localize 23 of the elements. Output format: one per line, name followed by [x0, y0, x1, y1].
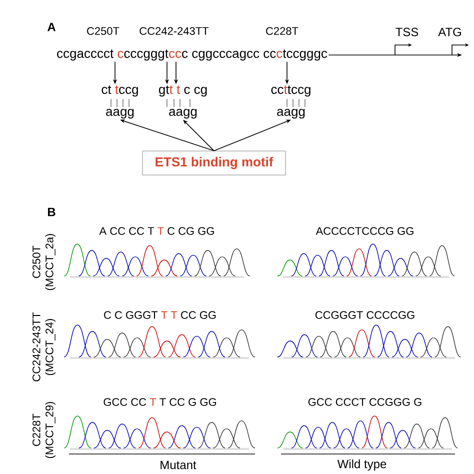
panel-letter: A [48, 22, 56, 32]
panel-letter: B [48, 208, 56, 216]
sample-label: C250T (MCCT_2a) [32, 234, 56, 290]
dna-sequence: ccgacccct ccccgggtccc cggcccagcc ccctccgggc [57, 49, 328, 61]
sample-label: CC242-243TT (MCCT_24) [32, 312, 56, 382]
site-label: ATG [438, 28, 461, 36]
base-sequence: CCGGGT CCCCGG [315, 311, 414, 319]
mutation-label: C228T [266, 27, 298, 35]
group-label: Wild type [337, 459, 386, 471]
sample-label: C228T (MCCT_29) [32, 402, 56, 458]
base-sequence: GCC CCCT CCGGG G [308, 398, 422, 406]
base-sequence: C C GGGT T T CC GG [104, 311, 216, 319]
site-label: TSS [396, 28, 418, 36]
mutation-label: CC242-243TT [140, 27, 209, 35]
motif-sequence: ccttccg aagg [271, 85, 310, 119]
motif-sequence: gtt t c cg aagg [158, 85, 207, 119]
mutation-label: C250T [87, 27, 120, 35]
base-sequence: GCC CC T T CC G GG [104, 398, 216, 406]
motif-box: ETS1 binding motif [142, 150, 286, 176]
base-sequence: A CC CC T T C CG GG [99, 227, 214, 235]
base-sequence: ACCCCTCCCG GG [316, 227, 414, 235]
motif-sequence: ct tccg aagg [102, 85, 138, 119]
group-label: Mutant [160, 460, 196, 470]
